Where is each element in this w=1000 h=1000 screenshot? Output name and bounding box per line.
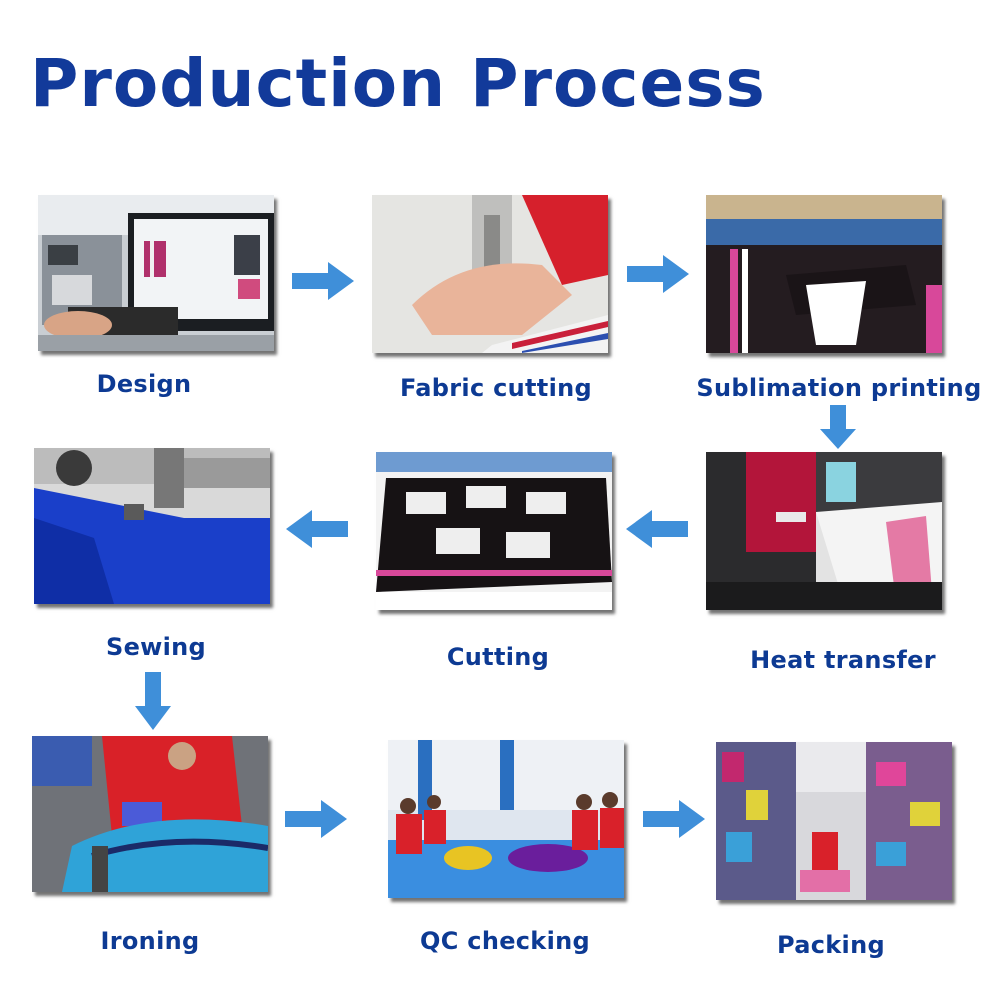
arrow-right-1 bbox=[292, 262, 354, 300]
step-label-packing: Packing bbox=[777, 931, 885, 959]
step-label-design: Design bbox=[96, 370, 192, 398]
arrow-left-2 bbox=[626, 510, 688, 548]
arrow-down-2 bbox=[135, 672, 171, 730]
step-label-ironing: Ironing bbox=[100, 927, 200, 955]
photo-packing bbox=[716, 742, 952, 900]
photo-heat-transfer bbox=[706, 452, 942, 610]
step-label-sublimation-printing: Sublimation printing bbox=[696, 374, 982, 402]
page-title: Production Process bbox=[30, 45, 766, 122]
photo-cutting bbox=[376, 452, 612, 610]
arrow-right-4 bbox=[643, 800, 705, 838]
arrow-down-1 bbox=[820, 405, 856, 449]
photo-ironing bbox=[32, 736, 268, 892]
step-label-cutting: Cutting bbox=[446, 643, 550, 671]
step-label-heat-transfer: Heat transfer bbox=[750, 646, 936, 674]
photo-design bbox=[38, 195, 274, 351]
step-label-fabric-cutting: Fabric cutting bbox=[400, 374, 592, 402]
photo-sewing bbox=[34, 448, 270, 604]
photo-qc-checking bbox=[388, 740, 624, 898]
photo-fabric-cutting bbox=[372, 195, 608, 353]
arrow-right-3 bbox=[285, 800, 347, 838]
step-label-qc-checking: QC checking bbox=[420, 927, 590, 955]
arrow-right-2 bbox=[627, 255, 689, 293]
arrow-left-1 bbox=[286, 510, 348, 548]
step-label-sewing: Sewing bbox=[105, 633, 207, 661]
photo-sublimation-printing bbox=[706, 195, 942, 353]
